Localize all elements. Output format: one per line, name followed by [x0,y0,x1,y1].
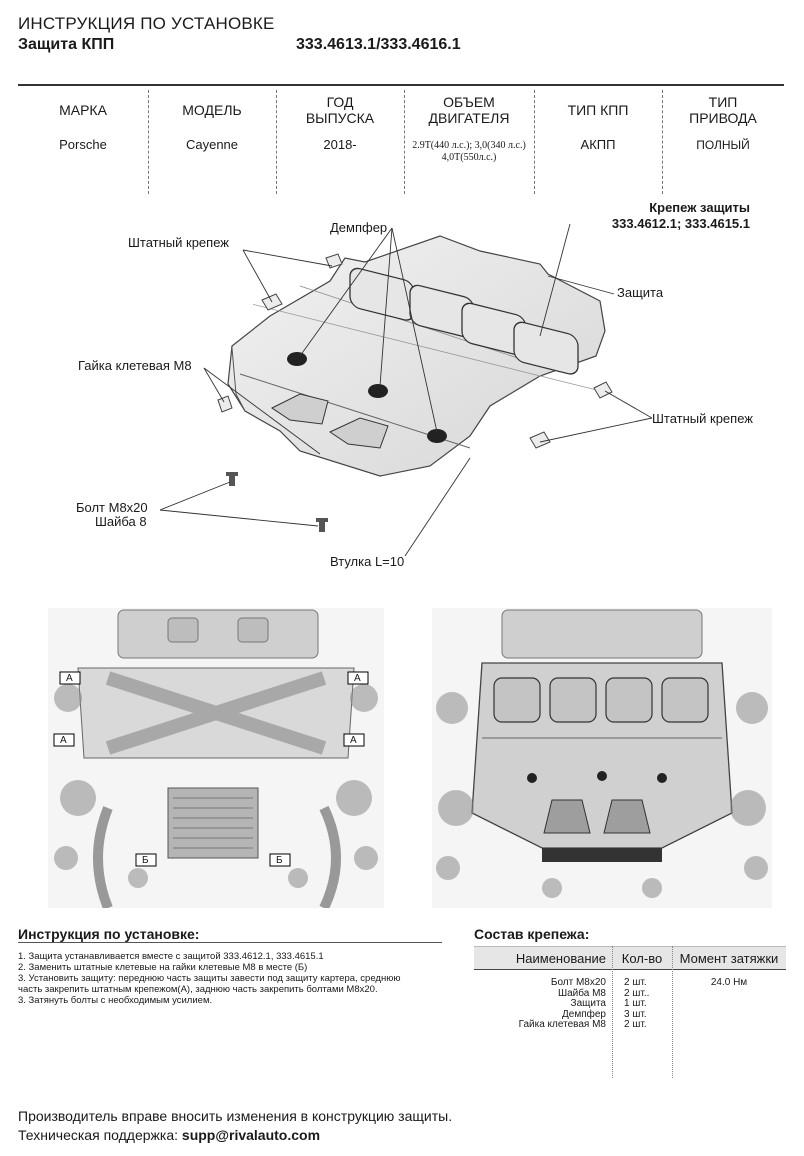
bolt [226,472,238,486]
support-label: Техническая поддержка: [18,1127,179,1143]
bushing-callout: Втулка L=10 [330,554,405,569]
fastener-qty: 2 шт.. [624,987,650,999]
cage-nut-callout: Гайка клетевая М8 [78,358,192,373]
table-row: Защита 1 шт. [474,998,786,1010]
washer-callout: Шайба 8 [95,514,147,529]
header-qty: Кол-во [621,950,663,966]
fastener-name: Болт М8х20 [550,977,606,988]
spec-head: ТИП КПП [567,102,629,118]
spec-head: ТИП ПРИВОДА [689,94,757,126]
underbody-photo-before: А А А А Б Б [48,608,384,908]
mount-tab [593,381,613,399]
marker-b: Б [142,855,149,866]
guard-vent [328,417,389,449]
marker-a: А [66,673,73,684]
table-row: Демпфер 3 шт. [474,1008,786,1021]
damper [427,429,447,443]
column-divider [612,946,613,1078]
instructions-list: 1. Защита устанавливается вместе с защит… [18,951,458,1006]
mount-tab [217,395,233,413]
bolt [316,518,328,532]
fastener-qty: 3 шт. [624,1008,647,1020]
stock-mount-callout-top: Штатный крепеж [128,235,229,250]
instructions-divider [18,942,442,943]
fastener-name: Шайба М8 [557,987,606,999]
spec-value: АКПП [580,137,616,152]
fastener-torque [672,989,786,1000]
fastener-torque [672,1010,786,1021]
spec-value: Cayenne [185,137,239,152]
spec-col-engine: ОБЪЕМ ДВИГАТЕЛЯ 2.9T(440 л.с.); 3,0(340 … [404,86,534,198]
spec-value: Porsche [59,137,107,152]
marker-b: Б [276,855,283,866]
fastener-name: Защита [570,998,606,1009]
table-row: Гайка клетевая М8 2 шт. [474,1019,786,1031]
stock-mount-callout-right: Штатный крепеж [652,411,753,426]
spec-head: ГОД ВЫПУСКА [305,94,375,126]
part-numbers: 333.4613.1/333.4616.1 [296,36,461,53]
spec-head: ОБЪЕМ ДВИГАТЕЛЯ [428,94,510,126]
fasteners-title: Состав крепежа: [474,926,590,942]
guard-window [513,321,579,375]
support-email[interactable]: supp@rivalauto.com [181,1127,321,1143]
header-torque: Момент затяжки [679,950,779,966]
header-name: Наименование [515,950,606,966]
instruction-step: часть закрепить штатным крепежом(А), зад… [18,984,378,995]
underbody-photo-installed [432,608,772,908]
mount-tab [325,253,343,269]
product-name: Защита КПП [18,36,115,53]
instruction-step: 1. Защита устанавливается вместе с защит… [18,951,324,962]
spec-head: МАРКА [59,102,107,118]
spec-col-drive: ТИП ПРИВОДА ПОЛНЫЙ [662,86,784,198]
fastener-qty: 2 шт. [624,1019,647,1030]
spec-col-make: МАРКА Porsche [18,86,148,198]
spec-value: 2.9T(440 л.с.); 3,0(340 л.с.) 4,0T(550л.… [412,140,526,163]
spec-col-transmission: ТИП КПП АКПП [534,86,662,198]
support-line: Техническая поддержка: supp@rivalauto.co… [18,1127,320,1143]
guard-vent [271,393,329,425]
spec-value: 2018- [323,137,357,152]
fastener-name: Демпфер [562,1008,606,1020]
damper [368,384,388,398]
guard-callout: Защита [617,285,664,300]
fasteners-table: Наименование Кол-во Момент затяжки Болт … [474,946,786,1090]
bolt-callout: Болт М8х20 [76,500,148,515]
spec-value: ПОЛНЫЙ [696,138,750,152]
fasteners-header-row: Наименование Кол-во Момент затяжки [474,946,786,970]
fastener-torque [672,1020,786,1031]
fastener-torque [672,999,786,1010]
instruction-step: 3. Затянуть болты с необходимым усилием. [18,995,213,1006]
column-divider [672,946,673,1078]
instruction-step: 2. Заменить штатные клетевые на гайки кл… [18,962,308,973]
damper-callout: Демпфер [330,220,388,235]
fastener-qty: 1 шт. [624,998,647,1009]
exploded-guard-diagram [159,223,653,557]
table-row: Болт М8х20 2 шт. 24.0 Нм [474,977,786,989]
damper [287,352,307,366]
marker-a: А [60,735,67,746]
marker-a: А [354,673,361,684]
fastener-name: Гайка клетевая М8 [518,1019,606,1030]
vehicle-spec-table: МАРКА Porsche МОДЕЛЬ Cayenne ГОД ВЫПУСКА… [18,84,784,198]
table-row: Шайба М8 2 шт.. [474,987,786,1000]
instruction-step: 3. Установить защиту: переднюю часть защ… [18,973,401,984]
instructions-title: Инструкция по установке: [18,926,200,942]
mount-tab [529,431,551,449]
change-notice: Производитель вправе вносить изменения в… [18,1108,453,1124]
fastener-kit-callout: Крепеж защиты 333.4612.1; 333.4615.1 [611,200,750,231]
fastener-qty: 2 шт. [624,977,647,988]
spec-col-year: ГОД ВЫПУСКА 2018- [276,86,404,198]
spec-head: МОДЕЛЬ [182,102,242,118]
spec-col-model: МОДЕЛЬ Cayenne [148,86,276,198]
fastener-torque: 24.0 Нм [710,977,748,988]
document-title: ИНСТРУКЦИЯ ПО УСТАНОВКЕ [18,14,275,33]
marker-a: А [350,735,357,746]
